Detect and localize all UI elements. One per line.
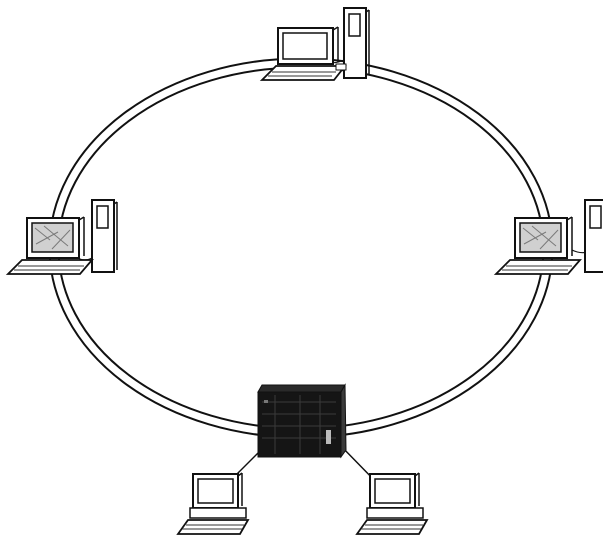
desktop-computer-icon [178, 473, 248, 534]
desktop-computer-icon [357, 473, 427, 534]
client-right [357, 473, 427, 534]
server-cabinet-icon [258, 385, 346, 457]
workstation-right [496, 200, 603, 274]
workstation-top [262, 8, 369, 80]
desktop-computer-icon [496, 200, 603, 274]
desktop-computer-icon [262, 8, 369, 80]
ring-cable [54, 63, 548, 433]
client-left [178, 473, 248, 534]
network-hub [258, 385, 346, 457]
